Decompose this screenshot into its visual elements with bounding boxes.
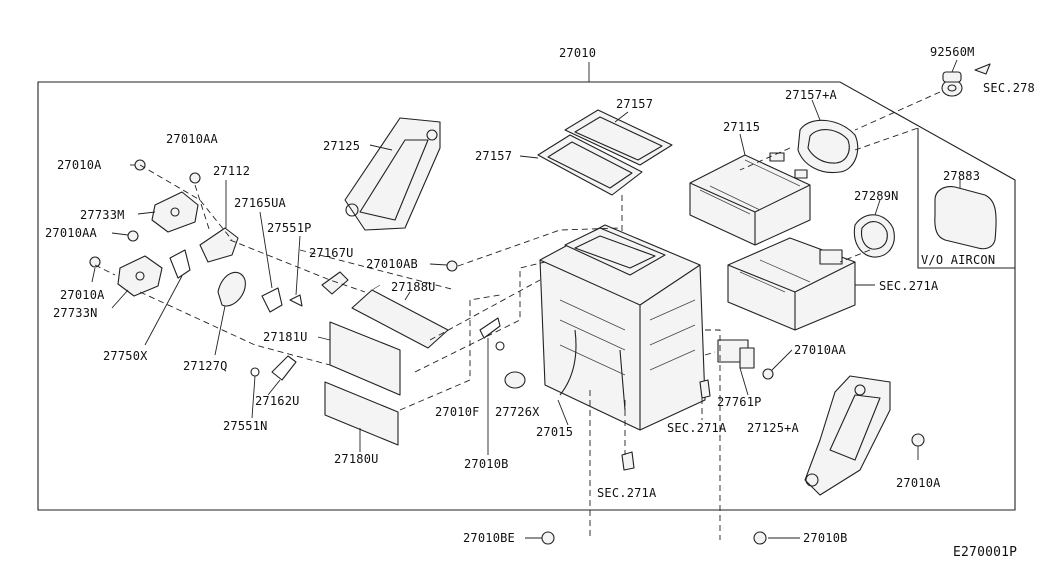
label-sensor-27726x: 27726X bbox=[495, 405, 540, 419]
label-lever-27750x: 27750X bbox=[103, 349, 148, 363]
label-case-27015: 27015 bbox=[536, 425, 574, 439]
resistor-27761p bbox=[717, 339, 755, 396]
label-lever-27167u: 27167U bbox=[309, 246, 354, 260]
link-27162u bbox=[267, 355, 297, 396]
label-link-27162u: 27162U bbox=[255, 394, 300, 408]
label-door-27180u: 27180U bbox=[334, 452, 379, 466]
duct-27125-left bbox=[344, 117, 441, 231]
actuator-27733n bbox=[111, 255, 163, 309]
label-filter-b: 27157 bbox=[475, 149, 513, 163]
duct-27157a bbox=[797, 99, 859, 174]
label-cover-27883: 27883 bbox=[943, 169, 981, 183]
label-grommet: 92560M bbox=[930, 45, 975, 59]
label-vo-aircon: V/O AIRCON bbox=[921, 253, 996, 267]
label-clip-27551p: 27551P bbox=[267, 221, 312, 235]
label-screw-a-left: 27010A bbox=[57, 158, 102, 172]
actuator-27733m bbox=[137, 191, 199, 233]
lever-27167u bbox=[321, 271, 349, 295]
label-screw-b-mid: 27010B bbox=[464, 457, 509, 471]
label-screw-b-bottom: 27010B bbox=[803, 531, 848, 545]
link-27112 bbox=[199, 180, 239, 263]
evaporator-27115 bbox=[689, 133, 811, 246]
grommet-92560m bbox=[854, 59, 991, 131]
duct-27125a-right bbox=[804, 375, 891, 496]
lever-27127q bbox=[214, 271, 246, 356]
door-27181u bbox=[317, 321, 401, 396]
label-filter-a: 27157 bbox=[616, 97, 654, 111]
label-duct-right-a: 27157+A bbox=[785, 88, 837, 102]
label-screw-a-right: 27010A bbox=[896, 476, 941, 490]
label-screw-ab: 27010AB bbox=[366, 257, 418, 271]
label-link-27112: 27112 bbox=[213, 164, 251, 178]
label-screw-be: 27010BE bbox=[463, 531, 515, 545]
label-motor-27733n: 27733N bbox=[53, 306, 98, 320]
screw-icons bbox=[89, 159, 925, 545]
label-lever-27127q: 27127Q bbox=[183, 359, 228, 373]
label-clip-27551n: 27551N bbox=[223, 419, 268, 433]
label-resistor-27761p: 27761P bbox=[717, 395, 762, 409]
assembly-frame bbox=[37, 62, 1016, 511]
label-screw-a-left2: 27010A bbox=[60, 288, 105, 302]
label-screw-aa-right: 27010AA bbox=[794, 343, 846, 357]
drawing-code: E270001P bbox=[953, 545, 1018, 560]
label-sec278: SEC.278 bbox=[983, 81, 1035, 95]
blower-unit bbox=[727, 237, 875, 331]
label-sec271a-bottom: SEC.271A bbox=[597, 486, 657, 500]
label-lever-27165ua: 27165UA bbox=[234, 196, 286, 210]
cover-27883 bbox=[934, 178, 997, 250]
label-screw-aa-left: 27010AA bbox=[45, 226, 97, 240]
label-evap: 27115 bbox=[723, 120, 761, 134]
lever-27165ua bbox=[259, 211, 283, 313]
sensor-27726x bbox=[495, 341, 526, 389]
label-duct-27125a: 27125+A bbox=[747, 421, 799, 435]
filter-27157-upper bbox=[564, 109, 673, 166]
heater-case-27015 bbox=[539, 224, 706, 431]
label-seal-27289n: 27289N bbox=[854, 189, 899, 203]
clip-27551n bbox=[250, 367, 260, 419]
label-bracket-27010f: 27010F bbox=[435, 405, 480, 419]
bracket-27010f bbox=[479, 317, 501, 455]
label-sec271a-right: SEC.271A bbox=[879, 279, 939, 293]
label-duct-left: 27125 bbox=[323, 139, 361, 153]
seal-27289n bbox=[853, 199, 895, 258]
door-27180u bbox=[324, 381, 399, 452]
label-door-27181u: 27181U bbox=[263, 330, 308, 344]
label-sec271a-mid: SEC.271A bbox=[667, 421, 727, 435]
lever-27750x bbox=[144, 249, 191, 346]
label-motor-27733m: 27733M bbox=[80, 208, 125, 222]
label-assembly: 27010 bbox=[559, 46, 597, 60]
clip-27551p bbox=[289, 235, 303, 307]
label-screw-aa-top: 27010AA bbox=[166, 132, 218, 146]
dashed-guides bbox=[94, 127, 919, 540]
label-door-27188u: 27188U bbox=[391, 280, 436, 294]
